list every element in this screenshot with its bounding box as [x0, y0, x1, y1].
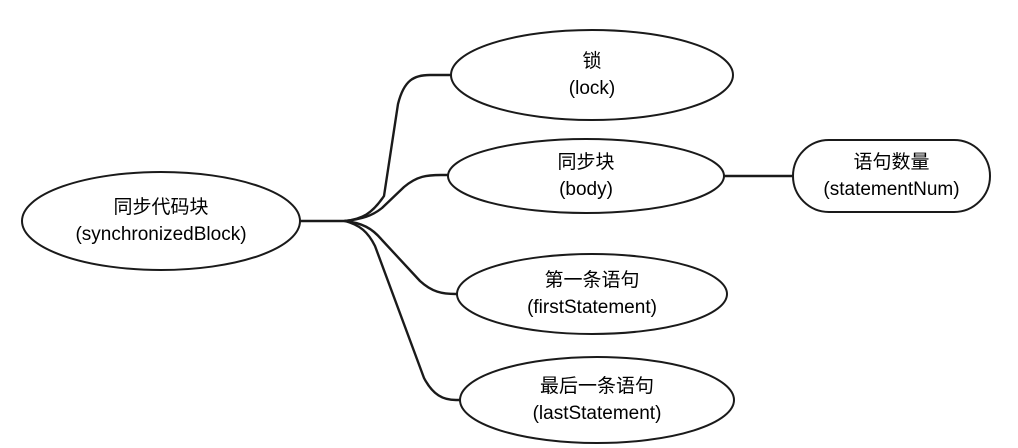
connector-junction-to-last-statement	[343, 219, 463, 402]
node-last-statement-shape	[459, 356, 735, 444]
connector-junction-to-lock	[343, 73, 454, 223]
connector-junction-to-first-statement	[343, 219, 460, 296]
node-body-shape	[447, 138, 725, 214]
node-lock-shape	[450, 29, 734, 121]
node-statement-num[interactable]: 语句数量 (statementNum)	[792, 139, 991, 213]
node-synchronized-block[interactable]: 同步代码块 (synchronizedBlock)	[21, 171, 301, 271]
connector-layer	[298, 73, 795, 402]
node-last-statement[interactable]: 最后一条语句 (lastStatement)	[459, 356, 735, 444]
node-first-statement-shape	[456, 253, 728, 335]
node-last-statement-label-en: (lastStatement)	[533, 403, 662, 424]
node-synchronized-block-label-en: (synchronizedBlock)	[75, 224, 246, 245]
node-body-label-cn: 同步块	[557, 151, 614, 173]
node-statement-num-label-en: (statementNum)	[823, 179, 959, 200]
node-synchronized-block-label-cn: 同步代码块	[113, 196, 208, 218]
node-lock-label-en: (lock)	[569, 78, 615, 99]
node-lock-label-cn: 锁	[582, 50, 601, 72]
connector-junction-to-body	[343, 173, 451, 223]
node-lock[interactable]: 锁 (lock)	[450, 29, 734, 121]
node-first-statement-label-cn: 第一条语句	[544, 269, 639, 291]
node-statement-num-label-cn: 语句数量	[853, 151, 929, 173]
node-last-statement-label-cn: 最后一条语句	[540, 375, 654, 397]
node-first-statement-label-en: (firstStatement)	[527, 297, 657, 318]
node-first-statement[interactable]: 第一条语句 (firstStatement)	[456, 253, 728, 335]
node-statement-num-shape	[792, 139, 991, 213]
node-synchronized-block-shape	[21, 171, 301, 271]
node-body-label-en: (body)	[559, 179, 613, 200]
node-body[interactable]: 同步块 (body)	[447, 138, 725, 214]
